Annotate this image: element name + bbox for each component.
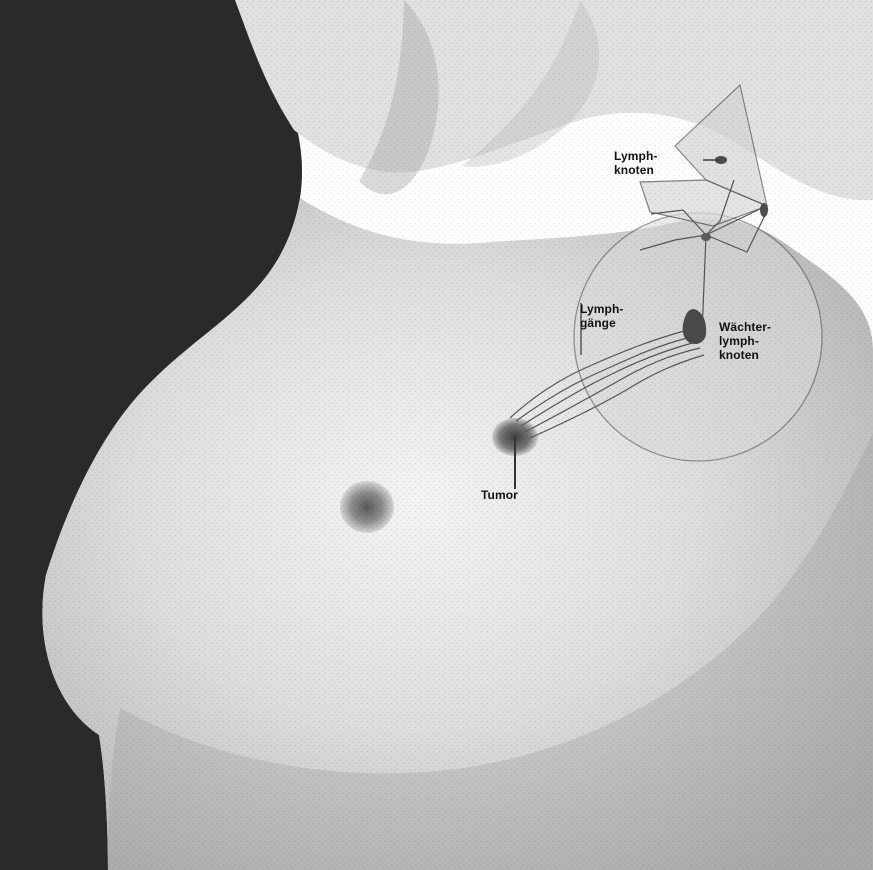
sentinel-lymph-node-label: Wächter- lymph- knoten <box>719 320 771 362</box>
tumor-label: Tumor <box>481 488 518 502</box>
lymph-nodes-label: Lymph- knoten <box>614 149 658 177</box>
lymph-vessels-label: Lymph- gänge <box>580 302 624 330</box>
